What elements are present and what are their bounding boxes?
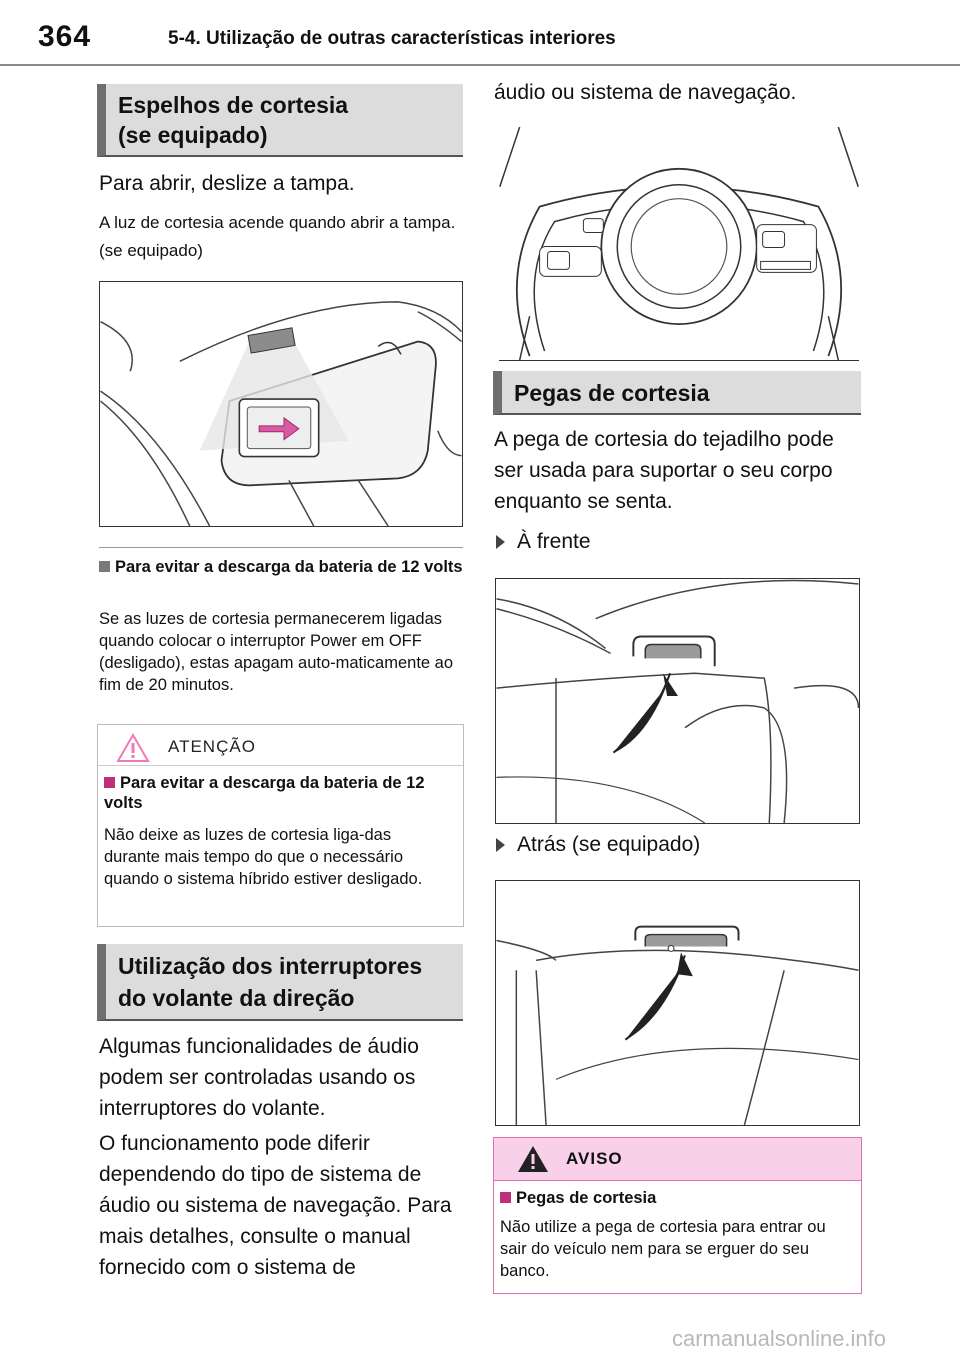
notice-text: Não utilize a pega de cortesia para entr… [500,1218,826,1280]
rear-label-text: Atrás (se equipado) [517,833,701,856]
warning-triangle-icon [116,732,150,768]
triangle-bullet-icon [496,535,505,550]
paragraph: O funcionamento pode diferir dependendo … [99,1132,452,1279]
section-heading-steering-switches: Utilização dos interruptores do volante … [97,944,463,1021]
rear-grip-illustration [495,880,860,1126]
notice-label: AVISO [566,1149,623,1168]
section-title-line: Pegas de cortesia [514,380,710,406]
notice-heading-text: Pegas de cortesia [516,1189,657,1207]
note-heading: Para evitar a descarga da bateria de 12 … [99,557,464,577]
divider [99,547,463,548]
divider [98,765,463,766]
warning-box: ATENÇÃO Para evitar a descarga da bateri… [97,724,464,927]
section-title-line: Utilização dos interruptores [118,953,423,979]
paragraph-small: A luz de cortesia acende quando abrir a … [99,213,456,260]
chapter-title: 5-4. Utilização de outras característica… [168,28,616,49]
vanity-mirror-illustration [99,281,463,527]
notice-box: AVISO Pegas de cortesia Não utilize a pe… [493,1137,862,1294]
steering-wheel-illustration [499,127,859,361]
warning-triangle-icon [516,1144,550,1179]
header-divider [0,64,960,66]
note-text: Se as luzes de cortesia permanecerem lig… [99,610,454,694]
note-heading-text: Para evitar a descarga da bateria de 12 … [115,558,463,576]
front-grip-illustration [495,578,860,824]
paragraph: Para abrir, deslize a tampa. [99,172,355,195]
square-bullet-icon [500,1192,511,1203]
paragraph: A pega de cortesia do tejadilho pode ser… [494,428,834,513]
section-heading-assist-grips: Pegas de cortesia [493,371,861,415]
paragraph: Algumas funcionalidades de áudio podem s… [99,1035,419,1120]
rear-label: Atrás (se equipado) [496,829,856,860]
section-title-line: Espelhos de cortesia [118,92,349,118]
warning-label: ATENÇÃO [168,737,256,756]
front-label-text: À frente [517,530,591,553]
square-bullet-icon [99,561,110,572]
section-title-line: do volante da direção [118,985,355,1011]
section-title-line: (se equipado) [118,122,268,148]
square-bullet-icon [104,777,115,788]
triangle-bullet-icon [496,838,505,853]
section-heading-vanity-mirrors: Espelhos de cortesia (se equipado) [97,84,463,157]
front-label: À frente [496,526,856,557]
notice-header: AVISO [494,1138,861,1181]
notice-heading: Pegas de cortesia [500,1188,845,1208]
warning-heading: Para evitar a descarga da bateria de 12 … [104,773,449,813]
paragraph-continued: áudio ou sistema de navegação. [494,81,797,104]
page-number: 364 [38,20,92,53]
watermark: carmanualsonline.info [672,1326,887,1351]
warning-text: Não deixe as luzes de cortesia liga-das … [104,826,423,888]
warning-heading-text: Para evitar a descarga da bateria de 12 … [104,774,425,812]
